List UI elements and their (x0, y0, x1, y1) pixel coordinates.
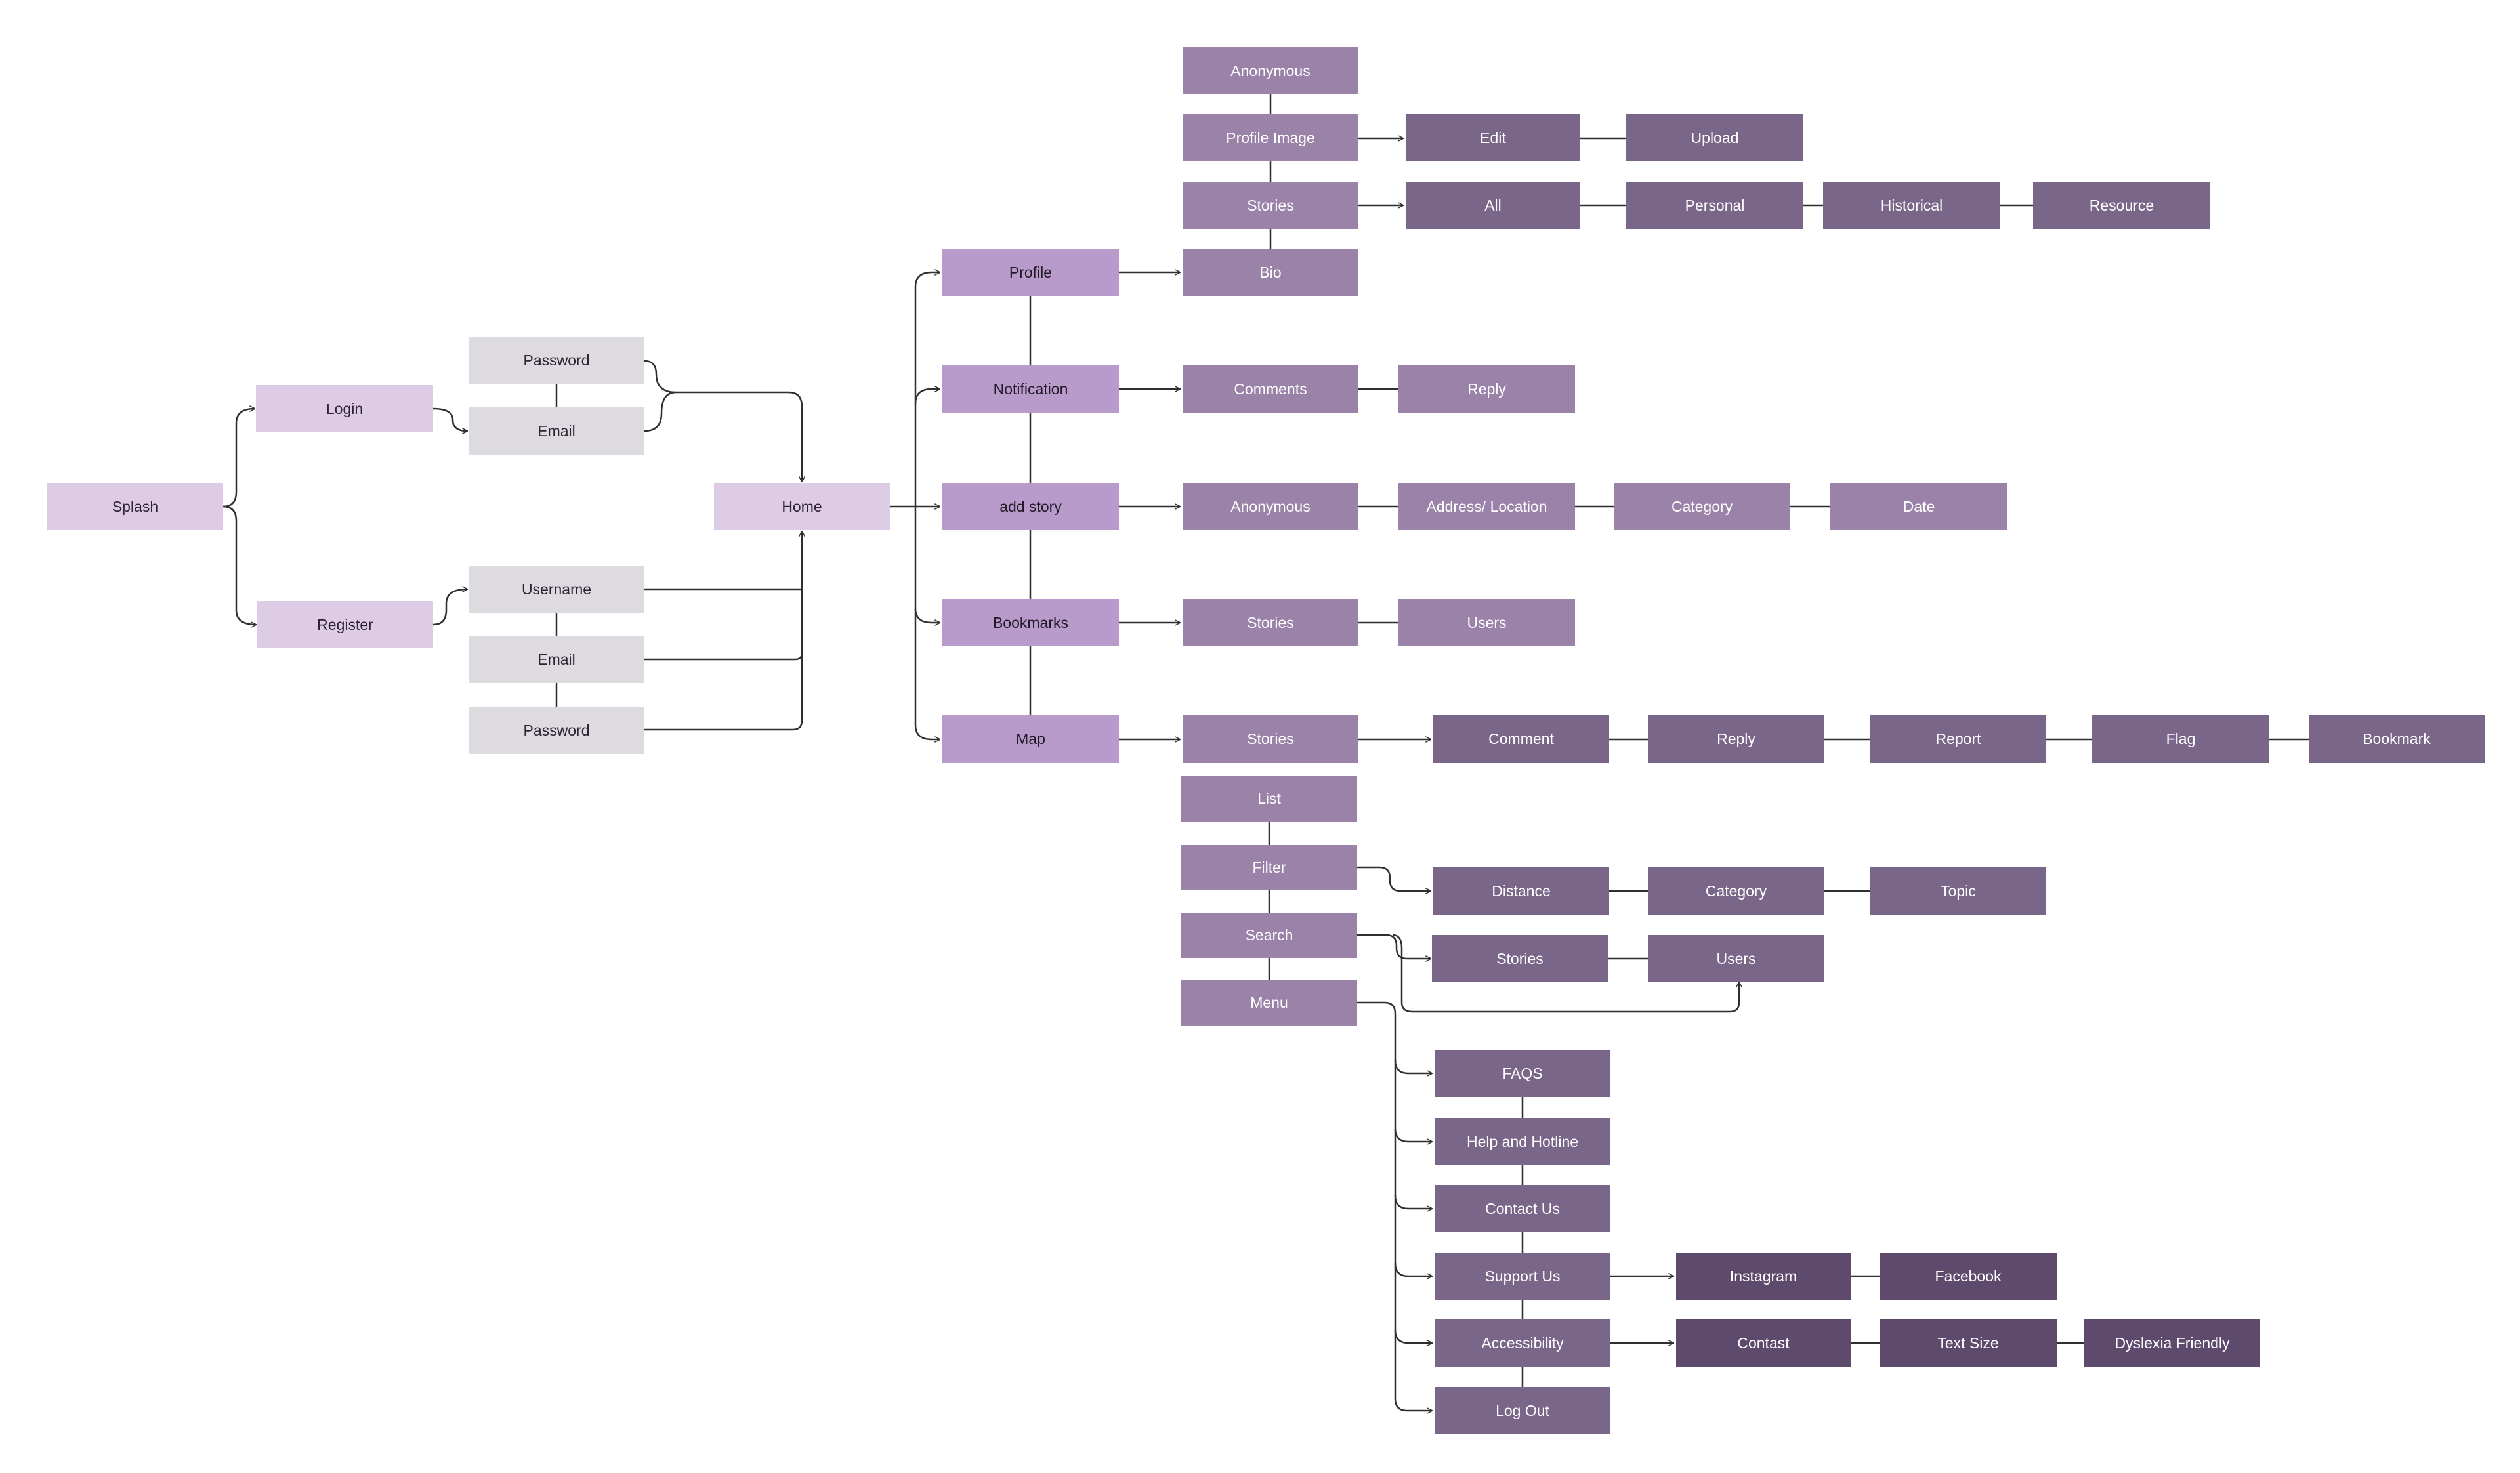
node-stories-personal: Personal (1626, 182, 1803, 229)
node-access-contrast: Contast (1676, 1319, 1851, 1367)
node-login-email: Email (469, 407, 644, 455)
node-register-password: Password (469, 707, 644, 754)
node-profile: Profile (942, 249, 1119, 296)
node-map-menu: Menu (1181, 980, 1357, 1026)
node-notif-comments: Comments (1183, 365, 1358, 413)
edge-email2-home (644, 652, 803, 661)
node-image-edit: Edit (1406, 114, 1580, 161)
edge-home-map (914, 507, 940, 739)
node-register: Register (257, 601, 433, 648)
node-stories-historical: Historical (1823, 182, 2000, 229)
node-add-date: Date (1830, 483, 2007, 530)
node-filter-distance: Distance (1433, 867, 1609, 915)
edge-search-stories (1357, 934, 1431, 959)
node-menu-support: Support Us (1435, 1253, 1610, 1300)
node-menu-help: Help and Hotline (1435, 1118, 1610, 1165)
node-map: Map (942, 715, 1119, 763)
edge-menu-support (1394, 1262, 1432, 1276)
edge-password-home (644, 360, 802, 482)
node-bookmarks-stories: Stories (1183, 599, 1358, 646)
edge-menu-trunk (1357, 1001, 1432, 1411)
node-support-instagram: Instagram (1676, 1253, 1851, 1300)
node-filter-category: Category (1648, 867, 1824, 915)
node-profile-stories: Stories (1183, 182, 1358, 229)
edge-email-home (644, 391, 677, 432)
node-profile-image: Profile Image (1183, 114, 1358, 161)
node-add-anonymous: Anonymous (1183, 483, 1358, 530)
node-add-address: Address/ Location (1398, 483, 1575, 530)
node-notification: Notification (942, 365, 1119, 413)
edge-menu-contact (1394, 1195, 1432, 1209)
edge-menu-accessibility (1394, 1329, 1432, 1343)
node-register-email: Email (469, 636, 644, 683)
node-search-users: Users (1648, 935, 1824, 982)
node-menu-contact: Contact Us (1435, 1185, 1610, 1232)
node-profile-bio: Bio (1183, 249, 1358, 296)
node-support-facebook: Facebook (1880, 1253, 2057, 1300)
node-map-list: List (1181, 776, 1357, 822)
edge-home-notification (914, 389, 940, 404)
node-map-reply: Reply (1648, 715, 1824, 763)
node-add-story: add story (942, 483, 1119, 530)
node-notif-reply: Reply (1398, 365, 1575, 413)
edge-search-users (1392, 934, 1739, 1013)
node-access-text-size: Text Size (1880, 1319, 2057, 1367)
node-menu-faqs: FAQS (1435, 1050, 1610, 1097)
edge-splash-login (222, 409, 255, 508)
node-map-report: Report (1870, 715, 2046, 763)
edge-home-bookmarks (914, 608, 940, 623)
edge-menu-help (1394, 1128, 1432, 1142)
edge-password2-home (644, 531, 802, 731)
node-bookmarks: Bookmarks (942, 599, 1119, 646)
node-menu-logout: Log Out (1435, 1387, 1610, 1434)
node-menu-accessibility: Accessibility (1435, 1319, 1610, 1367)
node-home: Home (714, 483, 890, 530)
node-search-stories: Stories (1432, 935, 1608, 982)
edge-filter-distance (1357, 866, 1431, 891)
node-stories-resource: Resource (2033, 182, 2210, 229)
edge-register-username (432, 589, 467, 626)
node-filter-topic: Topic (1870, 867, 2046, 915)
node-stories-all: All (1406, 182, 1580, 229)
node-login-password: Password (469, 337, 644, 384)
node-map-search: Search (1181, 913, 1357, 958)
edge-menu-faqs (1394, 1060, 1432, 1073)
node-map-stories: Stories (1183, 715, 1358, 763)
node-bookmarks-users: Users (1398, 599, 1575, 646)
node-map-comment: Comment (1433, 715, 1609, 763)
node-access-dyslexia: Dyslexia Friendly (2084, 1319, 2260, 1367)
node-register-username: Username (469, 566, 644, 613)
node-add-category: Category (1614, 483, 1790, 530)
node-splash: Splash (47, 483, 223, 530)
node-login: Login (256, 385, 433, 432)
node-map-bookmark: Bookmark (2309, 715, 2485, 763)
edge-splash-register (222, 505, 256, 625)
node-map-filter: Filter (1181, 845, 1357, 890)
node-map-flag: Flag (2092, 715, 2269, 763)
edge-login-email (432, 407, 467, 431)
node-profile-anonymous: Anonymous (1183, 47, 1358, 94)
node-image-upload: Upload (1626, 114, 1803, 161)
edge-home-profile (914, 272, 940, 507)
